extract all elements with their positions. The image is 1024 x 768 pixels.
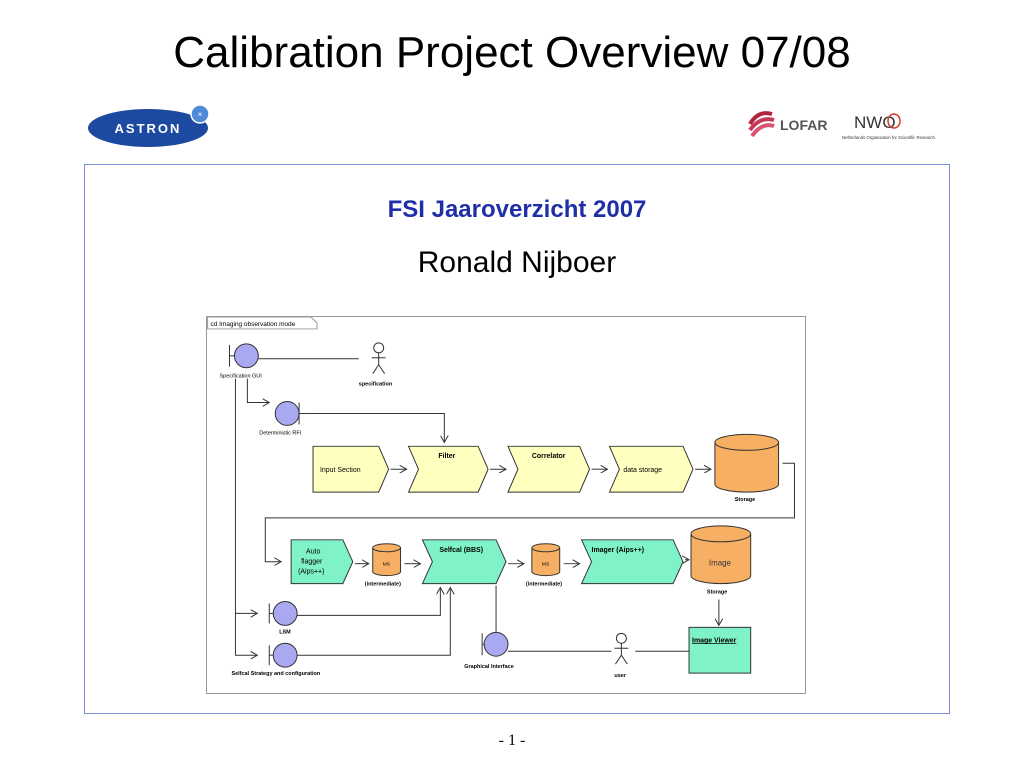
image-label: Image [709, 559, 732, 568]
autoflagger-label-line1: Auto [306, 549, 320, 556]
input-section-label: Input Section [320, 467, 361, 474]
astron-logo: × ASTRON [88, 104, 210, 147]
storage-autoflagger-connector [264, 462, 795, 561]
slide-title: Calibration Project Overview 07/08 [173, 28, 851, 77]
gui-strategy-arrow [234, 378, 257, 656]
data-storage-label: data storage [623, 467, 662, 474]
specification-label: specification [359, 382, 392, 388]
correlator-step [507, 445, 591, 493]
deterministic-rfi-label: Deterministic RFI [259, 430, 301, 436]
graphical-interface-boundary [481, 631, 509, 657]
selfcal-step [421, 539, 507, 585]
specification-gui-label: Specification GUI [220, 374, 263, 380]
lsm-boundary [268, 600, 298, 626]
image-viewer-label: Image Viewer [692, 637, 737, 644]
specification-gui-boundary [228, 343, 259, 369]
svg-text:×: × [198, 110, 203, 119]
lsm-selfcal-arrow [297, 588, 440, 616]
user-label: user [614, 673, 626, 679]
user-actor [614, 632, 629, 665]
selfcal-label: Selfcal (BBS) [439, 547, 483, 554]
astron-logo-text: ASTRON [115, 121, 182, 136]
input-section-step [312, 445, 390, 493]
rfi-filter-arrow [304, 412, 444, 442]
nwo-logo: NWO Netherlands Organisation for Scienti… [842, 113, 936, 140]
nwo-logo-text: NWO [854, 113, 896, 132]
intermediate-label-2: (intermediate) [526, 582, 562, 588]
ms-label-2: MS [542, 562, 550, 568]
strategy-selfcal-arrow [297, 588, 450, 656]
imager-step [580, 539, 684, 585]
autoflagger-label-line2: flagger [301, 559, 323, 566]
imaging-observation-diagram: cd Imaging observation mode Specificatio… [206, 316, 806, 694]
autoflagger-step [290, 539, 354, 585]
selfcal-strategy-label: Selfcal Strategy and configuration [231, 671, 320, 677]
selfcal-strategy-boundary [268, 642, 298, 668]
page-number: - 1 - [498, 732, 526, 749]
gui-rfi-arrow [246, 378, 269, 403]
lofar-logo-text: LOFAR [780, 117, 827, 133]
graphical-interface-label: Graphical Interface [464, 664, 514, 670]
filter-label: Filter [438, 453, 455, 460]
specification-actor [371, 342, 386, 374]
lsm-label: LSM [279, 629, 291, 635]
storage-label-2: Storage [707, 590, 727, 596]
intermediate-label-1: (intermediate) [365, 582, 401, 588]
storage-label-1: Storage [735, 497, 755, 503]
image-viewer-box [688, 626, 752, 674]
ms-intermediate-database-2 [531, 543, 561, 577]
content-heading: FSI Jaaroverzicht 2007 [387, 196, 647, 223]
correlator-label: Correlator [532, 453, 566, 460]
nwo-logo-subtitle: Netherlands Organisation for Scientific … [842, 135, 936, 140]
image-database [690, 525, 752, 585]
frame-label-tab [207, 317, 318, 330]
ms-label-1: MS [383, 562, 391, 568]
storage-database [714, 433, 780, 493]
ms-intermediate-database-1 [372, 543, 402, 577]
lofar-logo: LOFAR [748, 111, 827, 138]
autoflagger-label-line3: (Aips++) [298, 569, 324, 576]
frame-label: cd Imaging observation mode [211, 321, 296, 328]
filter-step [407, 445, 489, 493]
deterministic-rfi-boundary [274, 401, 305, 426]
data-storage-step [608, 445, 694, 493]
author-name: Ronald Nijboer [417, 246, 617, 279]
imager-label: Imager (Aips++) [592, 547, 645, 554]
